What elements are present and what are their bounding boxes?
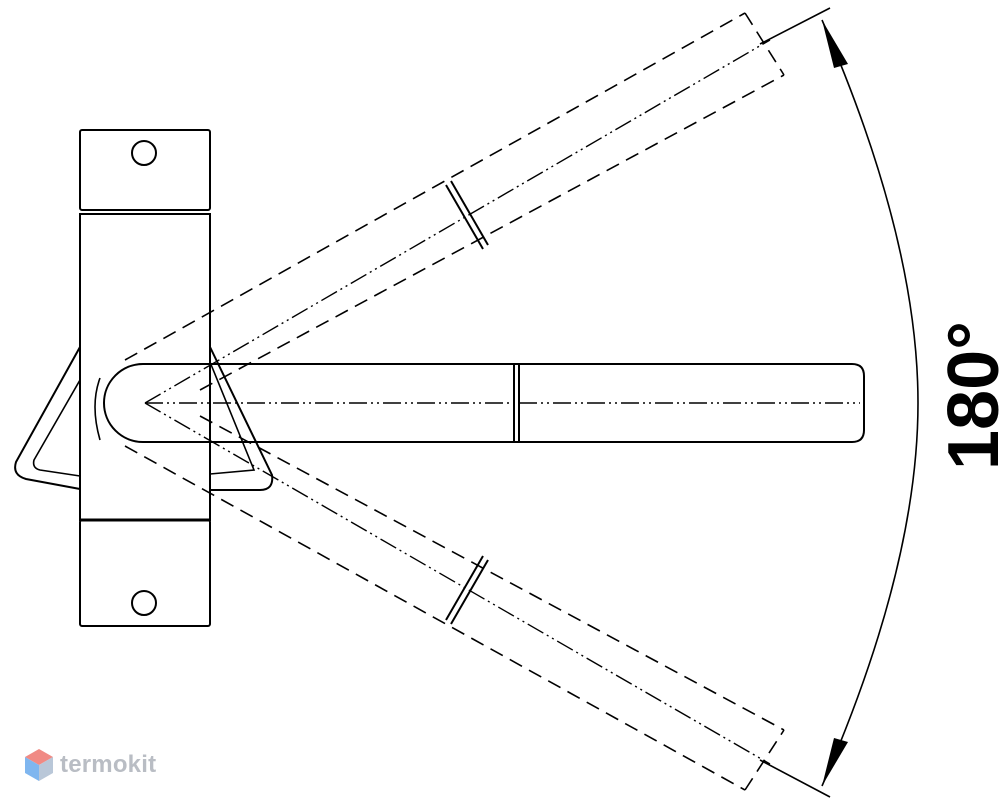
faucet-base [79, 129, 211, 627]
bottom-mounting-hole [131, 590, 157, 616]
spout-body [103, 363, 865, 443]
hexagon-cube-icon [25, 749, 53, 781]
spout-rotated-up [124, 12, 785, 404]
center-body [79, 213, 211, 521]
spout-rotated-down [124, 402, 785, 791]
spout-center-position [103, 363, 865, 443]
spout-up-joint-2 [450, 180, 489, 246]
dimension-arc [821, 19, 919, 787]
lever-handle [14, 346, 274, 491]
lever-left-outer [14, 346, 81, 490]
spout-up-outer-edge [124, 12, 746, 361]
rotation-dimension: 180° [759, 7, 1000, 798]
lever-right-outer [209, 346, 274, 491]
spout-down-joint-2 [450, 559, 489, 625]
lever-right-inner [209, 361, 256, 475]
dimension-extension-bottom [759, 759, 831, 798]
spout-down-tip [744, 729, 785, 791]
brand-watermark: termokit [24, 745, 156, 785]
spout-up-tip [744, 12, 785, 76]
bottom-mounting-block [79, 519, 211, 627]
dimension-extension-top [759, 7, 831, 45]
spout-up-inner-edge [199, 74, 785, 391]
arrow-down-icon [822, 738, 848, 786]
lever-hub-arc [94, 377, 101, 441]
top-mounting-hole [131, 140, 157, 166]
arrow-up-icon [822, 20, 848, 68]
spout-down-inner-edge [199, 415, 785, 731]
spout-down-joint-1 [445, 555, 484, 621]
spout-up-joint-1 [445, 184, 484, 250]
brand-name: termokit [60, 751, 157, 778]
lever-left-inner [32, 379, 81, 477]
spout-up-axis [144, 39, 771, 404]
rotation-angle-label: 180° [934, 321, 1000, 470]
spout-down-axis [144, 402, 771, 765]
spout-down-outer-edge [124, 445, 746, 791]
